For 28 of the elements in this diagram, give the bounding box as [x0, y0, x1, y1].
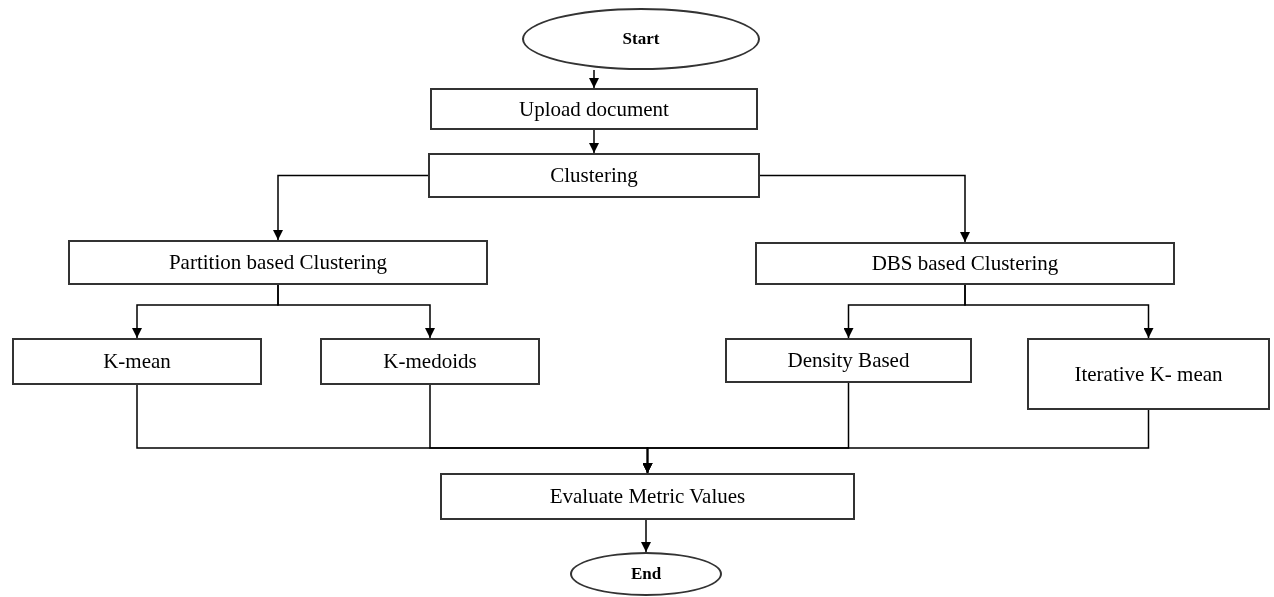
process-box — [1027, 338, 1270, 410]
node-label: K-medoids — [383, 348, 477, 375]
process-box — [725, 338, 972, 383]
process-box — [440, 473, 855, 520]
process-box — [755, 242, 1175, 285]
node-label: K-mean — [103, 348, 171, 375]
node-label: DBS based Clustering — [871, 250, 1059, 277]
node-label: Upload document — [519, 95, 669, 123]
process-box — [12, 338, 262, 385]
node-label: End — [630, 563, 662, 585]
node-label: Density Based — [787, 347, 910, 374]
node-label: Clustering — [550, 162, 638, 189]
arrow — [964, 284, 1154, 339]
arrow — [641, 519, 651, 553]
node-label: Partition based Clustering — [168, 249, 388, 276]
arrow — [277, 284, 435, 339]
arrow — [642, 409, 1150, 474]
process-box — [430, 88, 758, 130]
node-label: Evaluate Metric Values — [549, 483, 746, 510]
arrow — [589, 69, 599, 89]
arrow — [589, 129, 599, 154]
process-box — [428, 153, 760, 198]
node-label: Iterative K- mean — [1074, 360, 1223, 388]
process-box — [68, 240, 488, 285]
process-box — [320, 338, 540, 385]
arrow — [759, 174, 970, 243]
node-label: Start — [622, 28, 660, 50]
arrow — [273, 174, 429, 241]
